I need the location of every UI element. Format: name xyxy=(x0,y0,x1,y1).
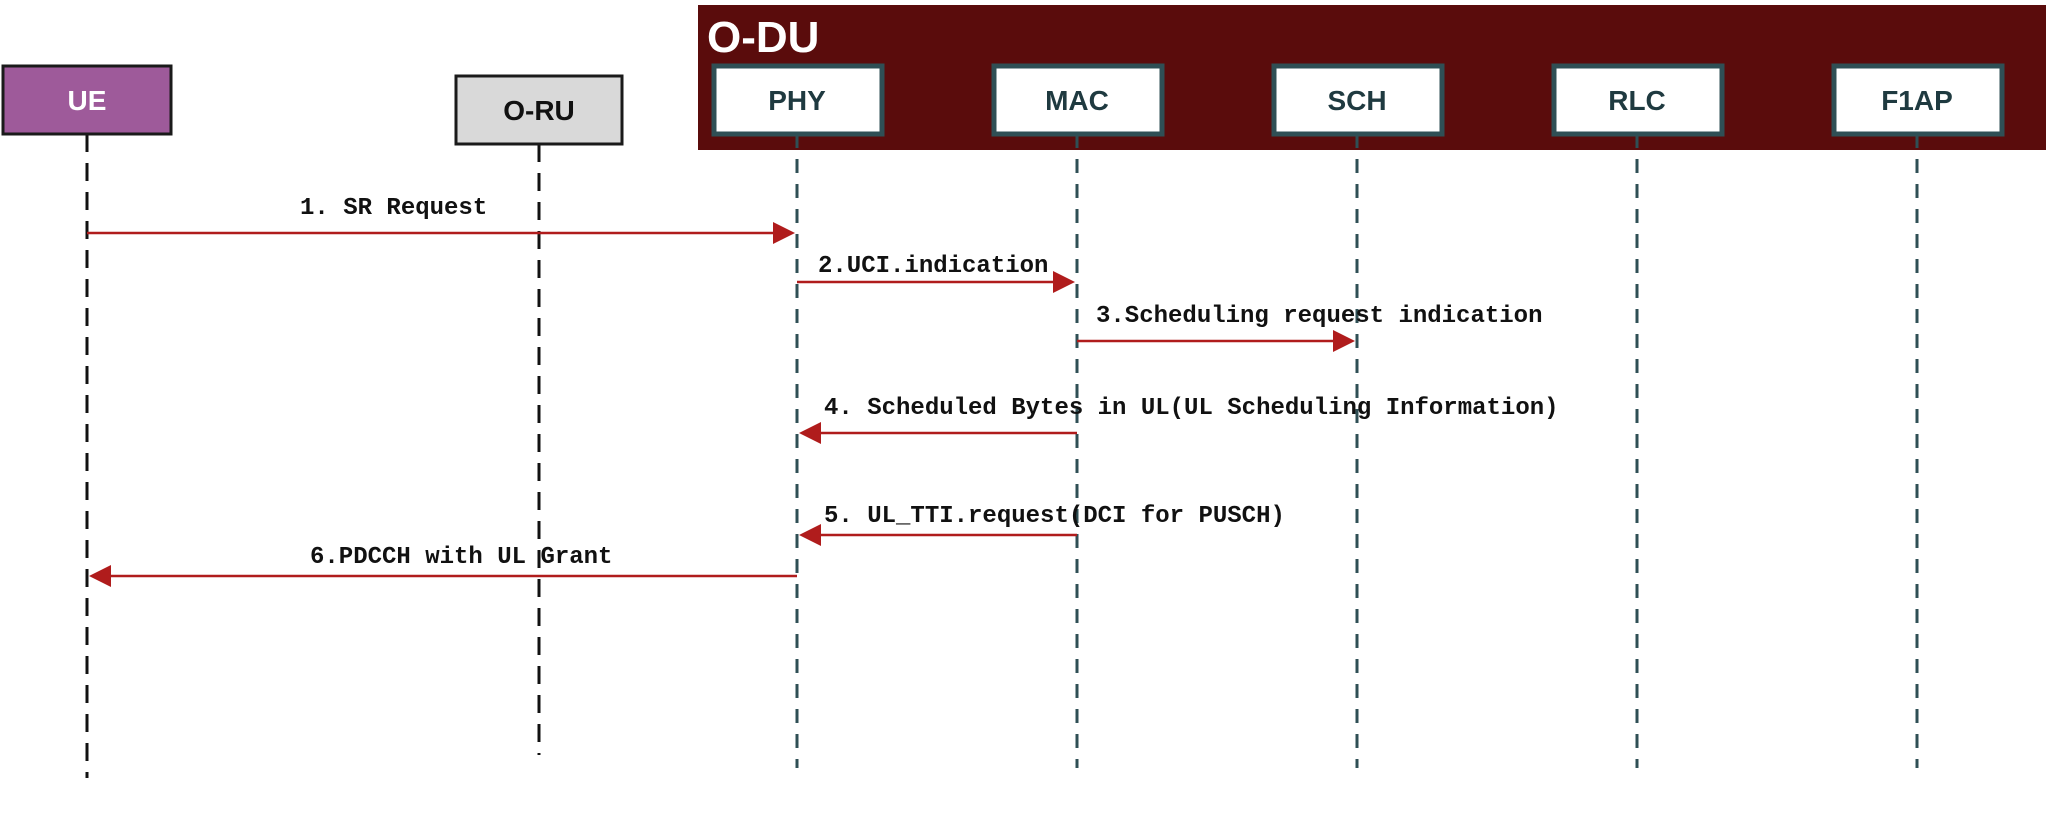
message-label-2: 2.UCI.indication xyxy=(818,253,1048,280)
participant-box-sch xyxy=(1271,63,1445,137)
participant-box-mac xyxy=(991,63,1165,137)
participant-label-phy: PHY xyxy=(768,85,826,116)
message-arrowhead-6 xyxy=(89,565,111,587)
participant-label-f1ap: F1AP xyxy=(1881,85,1953,116)
participant-label-sch: SCH xyxy=(1327,85,1386,116)
o-du-group-label: O-DU xyxy=(707,13,819,62)
participant-box-oru xyxy=(454,74,624,146)
message-arrowhead-5 xyxy=(799,524,821,546)
participant-box-phy xyxy=(711,63,885,137)
message-arrowhead-3 xyxy=(1333,330,1355,352)
participant-box-f1ap xyxy=(1831,63,2005,137)
message-arrowhead-1 xyxy=(773,222,795,244)
participant-label-mac: MAC xyxy=(1045,85,1109,116)
participant-box-ue xyxy=(1,64,173,136)
message-label-4: 4. Scheduled Bytes in UL(UL Scheduling I… xyxy=(824,395,1559,422)
message-label-3: 3.Scheduling request indication xyxy=(1096,303,1542,330)
message-label-6: 6.PDCCH with UL Grant xyxy=(310,544,612,571)
participant-label-rlc: RLC xyxy=(1608,85,1666,116)
participant-label-oru: O-RU xyxy=(503,95,575,126)
participant-label-ue: UE xyxy=(68,85,107,116)
participant-box-rlc xyxy=(1551,63,1725,137)
message-arrowhead-2 xyxy=(1053,271,1075,293)
message-arrowhead-4 xyxy=(799,422,821,444)
message-label-5: 5. UL_TTI.request(DCI for PUSCH) xyxy=(824,503,1285,530)
message-label-1: 1. SR Request xyxy=(300,195,487,222)
